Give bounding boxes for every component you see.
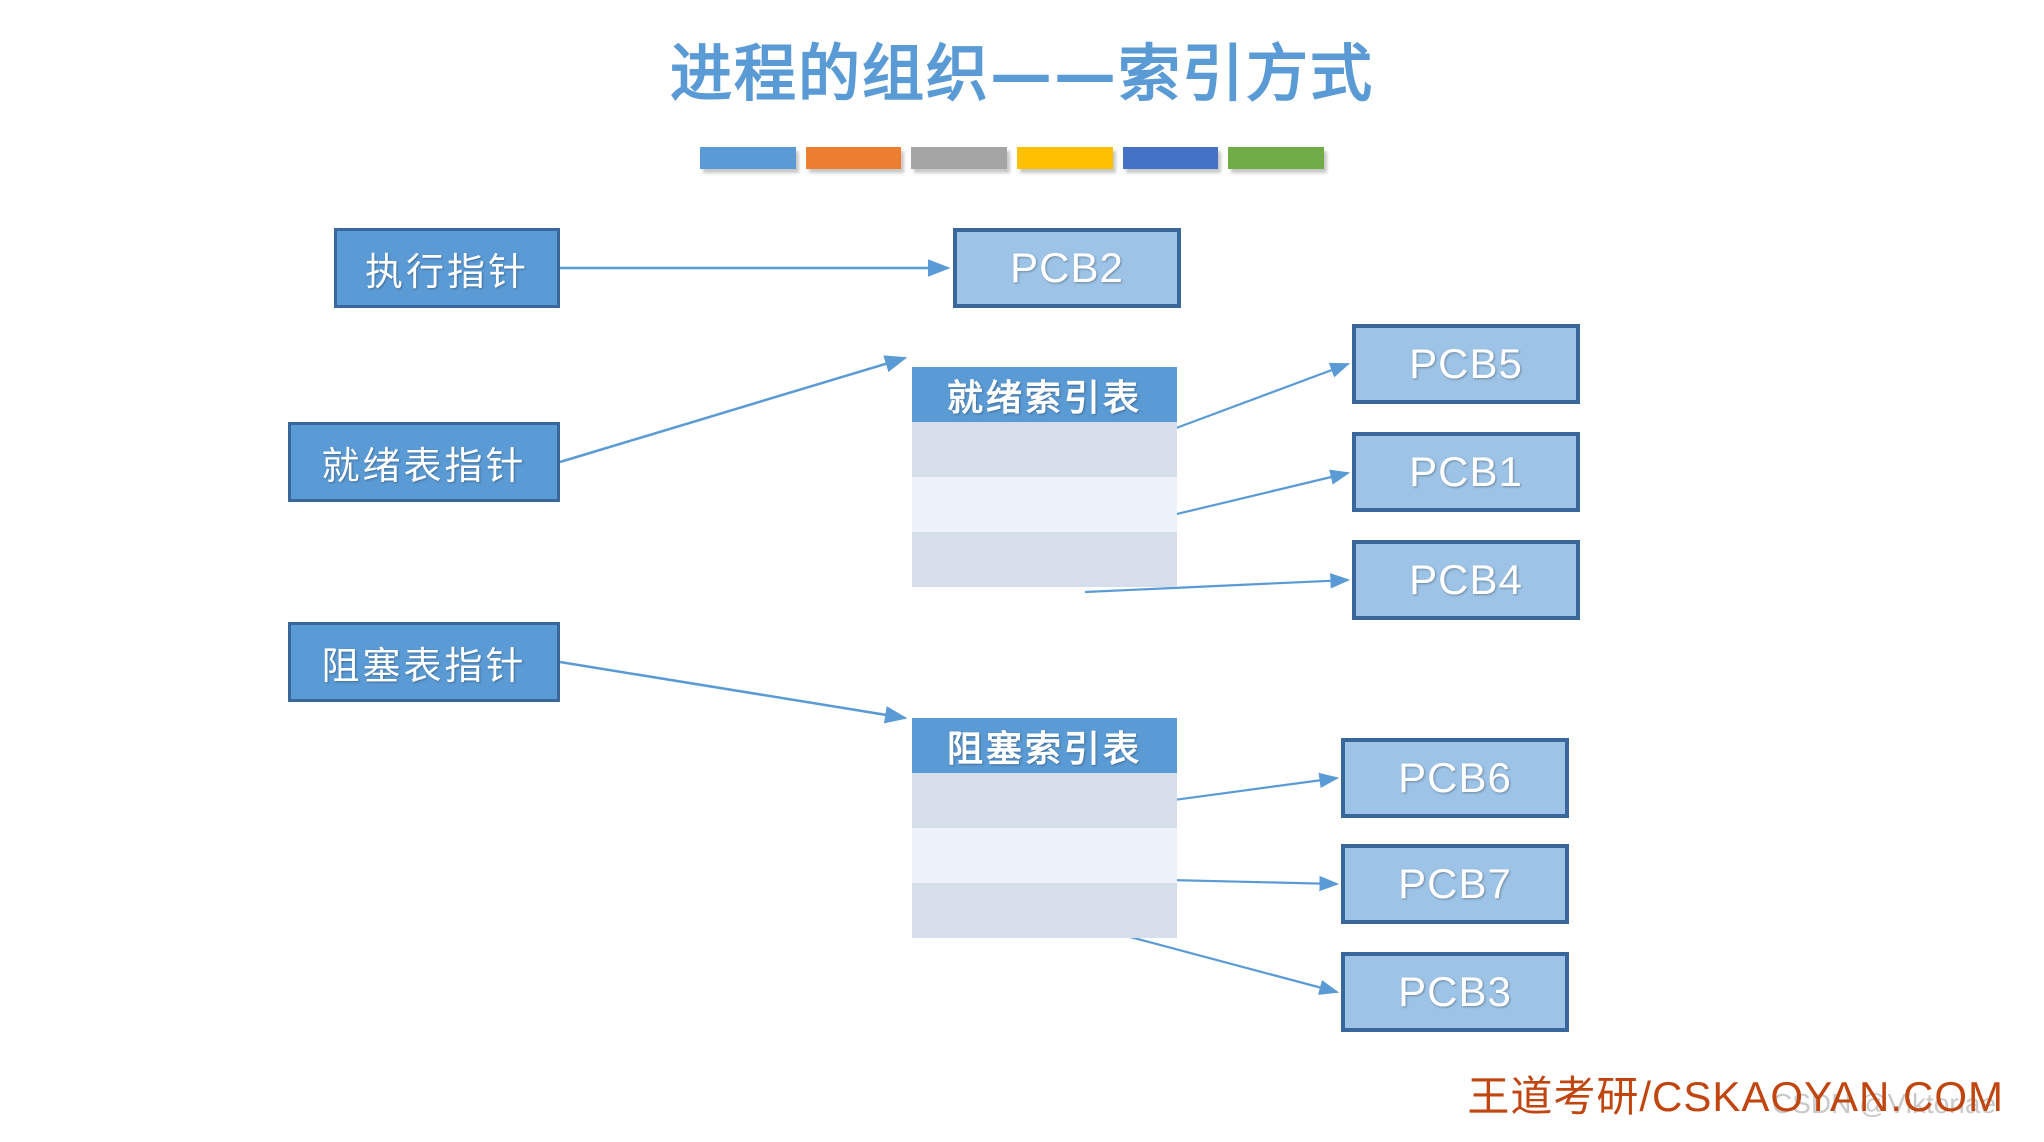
ready-index-table-row-1[interactable] bbox=[912, 422, 1177, 477]
pcb-block-pcb1[interactable]: PCB1 bbox=[1352, 432, 1580, 512]
blocked-index-table-row-1[interactable] bbox=[912, 773, 1177, 828]
pcb-block-pcb5[interactable]: PCB5 bbox=[1352, 324, 1580, 404]
blocked-index-table[interactable]: 阻塞索引表 bbox=[912, 718, 1177, 938]
pcb-block-pcb6-label: PCB6 bbox=[1398, 754, 1512, 801]
pointer-box-blocked-label: 阻塞表指针 bbox=[321, 643, 527, 688]
pointer-box-exec[interactable]: 执行指针 bbox=[334, 228, 560, 308]
pcb-block-pcb1-label: PCB1 bbox=[1409, 448, 1523, 495]
pcb-block-pcb3-label: PCB3 bbox=[1398, 968, 1512, 1015]
csdn-watermark: CSDN @Viktoriae bbox=[1772, 1088, 1996, 1119]
accent-bar-blue bbox=[700, 147, 796, 169]
accent-bar-dark-blue bbox=[1122, 147, 1219, 169]
brand-watermark: 王道考研/CSKAOYAN.COM bbox=[1467, 1073, 2004, 1120]
ready-index-table-row-2[interactable] bbox=[912, 477, 1177, 532]
accent-bar-yellow bbox=[1017, 147, 1113, 169]
pointer-box-ready-label: 就绪表指针 bbox=[321, 443, 527, 488]
ready-index-table-title: 就绪索引表 bbox=[912, 367, 1177, 422]
pcb-block-pcb3[interactable]: PCB3 bbox=[1341, 952, 1569, 1032]
accent-bar-gray bbox=[911, 147, 1008, 169]
accent-bar-strip bbox=[700, 147, 1325, 169]
pcb-block-pcb2[interactable]: PCB2 bbox=[953, 228, 1181, 308]
accent-bar-green bbox=[1228, 147, 1325, 169]
ready-index-table-row-3[interactable] bbox=[912, 532, 1177, 587]
pointer-box-blocked[interactable]: 阻塞表指针 bbox=[288, 622, 560, 702]
pcb-block-pcb5-label: PCB5 bbox=[1409, 340, 1523, 387]
connector-block-ptr-to-block-table bbox=[559, 660, 908, 724]
connector-ready-ptr-to-ready-table bbox=[559, 355, 908, 464]
blocked-index-table-row-3[interactable] bbox=[912, 883, 1177, 938]
pcb-block-pcb7[interactable]: PCB7 bbox=[1341, 844, 1569, 924]
pcb-block-pcb4-label: PCB4 bbox=[1409, 556, 1523, 603]
pcb-block-pcb2-label: PCB2 bbox=[1010, 244, 1124, 291]
ready-index-table[interactable]: 就绪索引表 bbox=[912, 367, 1177, 587]
pcb-block-pcb7-label: PCB7 bbox=[1398, 860, 1512, 907]
accent-bar-orange bbox=[805, 147, 902, 169]
blocked-index-table-row-2[interactable] bbox=[912, 828, 1177, 883]
pcb-block-pcb4[interactable]: PCB4 bbox=[1352, 540, 1580, 620]
pointer-box-ready[interactable]: 就绪表指针 bbox=[288, 422, 560, 502]
page-title: 进程的组织——索引方式 bbox=[669, 37, 1374, 110]
blocked-index-table-title: 阻塞索引表 bbox=[912, 718, 1177, 773]
pcb-block-pcb6[interactable]: PCB6 bbox=[1341, 738, 1569, 818]
pointer-box-exec-label: 执行指针 bbox=[364, 249, 529, 294]
